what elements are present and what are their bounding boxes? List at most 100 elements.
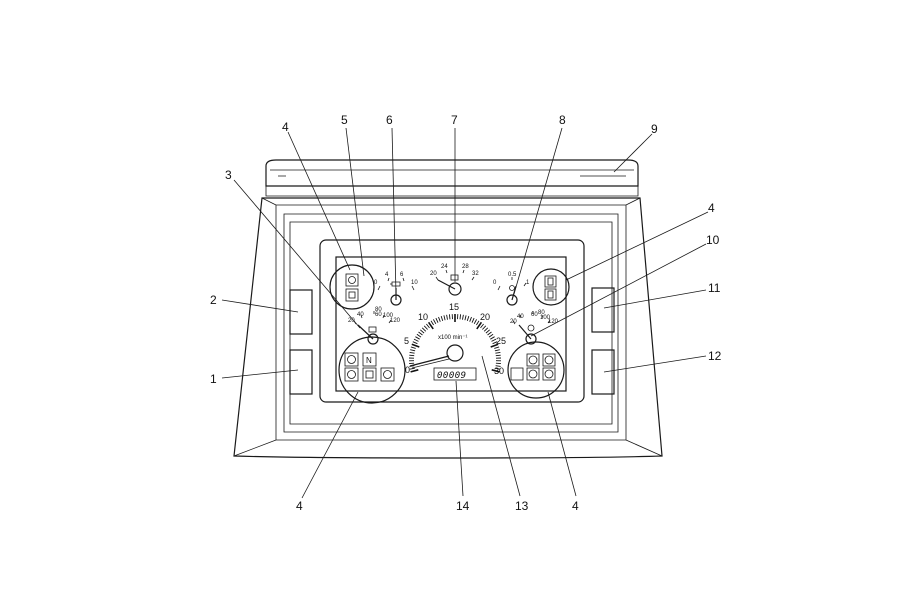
neutral-indicator [362,352,377,367]
dashboard-housing [233,197,663,459]
tachometer-tick [409,354,415,357]
instrument-visor [265,159,639,197]
side-lamps [289,287,615,395]
tachometer-tick [490,343,499,348]
left-scale-80: 80 [375,307,382,313]
tachometer-hub [446,344,464,362]
tachometer-tick [435,317,439,323]
indicator-lamp [544,288,557,301]
callout-8: 8 [559,113,566,127]
tacho-label-30: 30 [494,366,504,376]
tachometer-tick [491,338,497,342]
tachometer-tick [420,329,425,334]
tachometer-tick [427,321,434,330]
side-lamp-11 [591,287,615,333]
indicator-lamp [544,275,557,288]
engine-fault-icon [348,276,356,284]
indicator-lamp [362,367,377,382]
callout-4-top-left: 4 [282,120,289,134]
side-lamp-1 [289,349,313,395]
indicator-lamp [510,367,524,381]
transmission-temp-icon [368,326,377,333]
left-temp-gauge: 20 40 60 80 100 120 [348,307,401,345]
tachometer-tick [446,314,448,320]
indicator-cluster-top-left [329,264,375,310]
neutral-indicator-label: N [366,356,372,365]
tachometer-tick [440,315,444,322]
callout-7: 7 [451,113,458,127]
callout-10: 10 [706,233,720,247]
callout-13: 13 [515,499,529,513]
pto-icon [528,369,538,379]
indicator-lamp [345,288,359,302]
coolant-scale-24: 24 [441,264,448,270]
indicator-lamp [526,367,540,381]
tacho-label-10: 10 [418,312,428,322]
thermometer-icon [450,274,459,281]
air-scale-0-5: 0.5 [508,272,517,278]
indicator-cluster-bottom-left: N [338,336,406,404]
tachometer-tick [473,319,477,325]
tachometer-tick [410,369,419,373]
tachometer-tick [426,323,430,329]
tachometer-tick [495,351,501,354]
left-scale-60: 60 [375,312,382,318]
indicator-lamp [345,273,359,287]
diff-lock-icon [544,369,554,379]
tachometer-tick [495,367,501,370]
coolant-scale-28: 28 [462,264,469,270]
oil-temp-icon [527,324,535,332]
tachometer-tick [416,333,422,338]
fuel-pump-icon [547,277,554,286]
indicator-lamp [542,367,556,381]
indicator-cluster-bottom-right [507,341,565,399]
callout-11: 11 [708,281,721,295]
indicator-lamp [542,353,556,367]
left-scale-120: 120 [390,318,401,324]
tachometer-tick [410,346,416,349]
coolant-temp-gauge: 20 24 28 32 [430,264,479,296]
right-scale-40: 40 [517,314,524,320]
right-scale-20: 20 [510,319,517,325]
coolant-scale-20: 20 [430,271,437,277]
tachometer-tick [423,325,428,330]
oil-scale-4: 4 [385,272,389,278]
tachometer-tick [495,365,501,367]
fuel-icon [348,291,356,299]
air-scale-1: 1 [526,280,530,286]
tachometer-tick [476,320,480,326]
right-scale-100: 100 [540,315,551,321]
tacho-unit: x100 min⁻¹ [438,335,468,341]
side-lamp-2 [289,289,313,335]
tachometer-tick [471,317,475,323]
tachometer-tick [483,327,489,332]
tachometer-tick [409,367,415,370]
tacho-label-20: 20 [480,312,490,322]
callout-3: 3 [225,168,232,182]
oil-scale-0: 0 [374,280,378,286]
callout-9: 9 [651,122,658,136]
callout-4-bottom-right: 4 [572,499,579,513]
air-scale-0: 0 [493,280,497,286]
oil-scale-10: 10 [411,280,418,286]
tachometer-tick [476,321,483,330]
tachometer-tick [485,329,490,334]
right-temp-gauge: 20 40 60 80 100 120 [510,310,559,345]
callout-2: 2 [210,293,217,307]
tachometer: 0 5 10 15 20 25 30 x100 min⁻¹ [404,302,506,376]
tachometer-tick [448,314,451,320]
tachometer-tick [492,341,498,345]
tachometer-tick [491,369,500,373]
tachometer-tick [443,315,446,321]
tachometer-tick [433,319,437,325]
fuel-pump-icon [547,290,554,299]
indicator-cluster-top-right [532,268,570,306]
tachometer-tick [488,333,494,338]
tachometer-tick [490,336,495,340]
tachometer-tick [480,323,484,329]
leader-lines [221,127,709,499]
callout-6: 6 [386,113,393,127]
brake-icon [347,370,356,379]
callout-12: 12 [708,349,722,363]
